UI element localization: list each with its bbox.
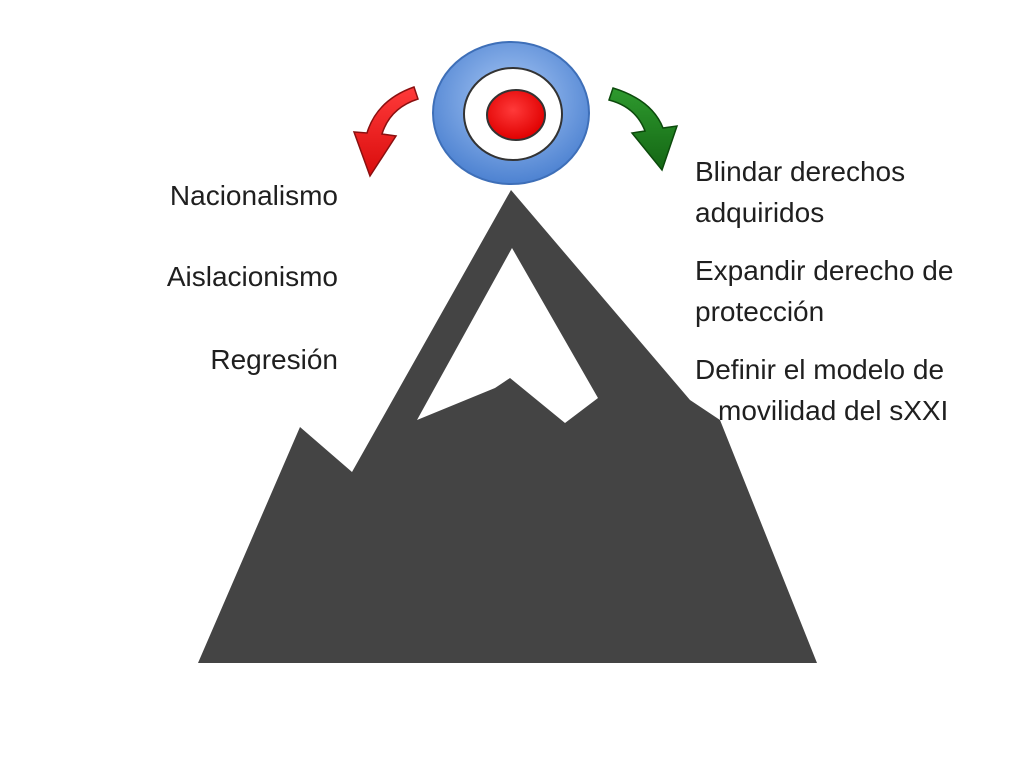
right-item-3-line-2: movilidad del sXXI	[718, 395, 949, 426]
target-icon	[432, 41, 590, 185]
curved-arrow-left-icon	[352, 86, 419, 178]
mountain-icon	[198, 190, 817, 663]
right-item-2-line-2: protección	[695, 296, 825, 327]
curved-arrow-right-icon	[608, 87, 679, 172]
right-item-1-line-2: adquiridos	[695, 197, 825, 228]
left-item-aislacionismo: Aislacionismo	[166, 261, 338, 292]
left-item-nacionalismo: Nacionalismo	[169, 180, 338, 211]
left-item-regresion: Regresión	[210, 344, 338, 375]
right-item-3-line-1: Definir el modelo de	[695, 354, 945, 385]
right-item-2-line-1: Expandir derecho de	[695, 255, 954, 286]
right-item-1-line-1: Blindar derechos	[695, 156, 906, 187]
